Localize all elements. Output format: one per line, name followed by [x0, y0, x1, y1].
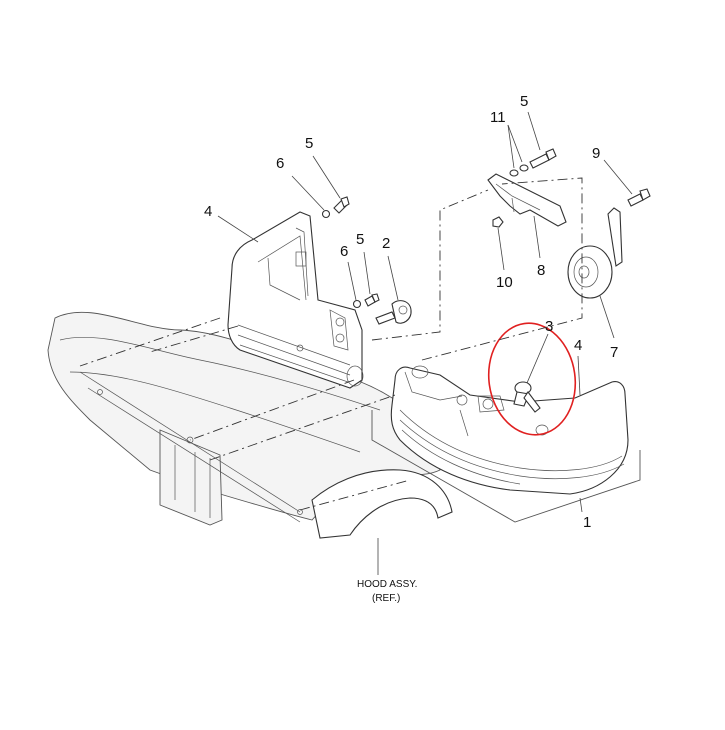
callout-9: 9	[592, 145, 600, 162]
callout-11: 11	[490, 109, 506, 126]
callout-5-top-right: 5	[520, 93, 528, 110]
callout-5-top-left: 5	[305, 135, 313, 152]
callout-10: 10	[496, 274, 513, 291]
hood-assy-reference: HOOD ASSY. (REF.)	[357, 579, 417, 604]
bracket-bolt-5	[529, 148, 557, 169]
callout-3: 3	[545, 318, 553, 335]
callout-6-mid: 6	[340, 243, 348, 260]
callout-2: 2	[382, 235, 390, 252]
leader-lines	[217, 111, 633, 575]
callout-4-left: 4	[204, 203, 212, 220]
horn-7	[567, 207, 623, 299]
horn-bolt-9	[627, 188, 651, 207]
phantom-lines	[79, 177, 583, 511]
reference-label-line2: (REF.)	[372, 593, 400, 604]
group-bracket-1	[371, 410, 641, 523]
horn-bracket-8	[487, 173, 567, 227]
callout-6-top: 6	[276, 155, 284, 172]
lamp-socket-2	[375, 300, 412, 325]
callout-8: 8	[537, 262, 545, 279]
bulb-3	[513, 381, 541, 413]
callout-5-mid: 5	[356, 231, 364, 248]
hood-assembly	[47, 311, 453, 539]
reference-label-line1: HOOD ASSY.	[357, 579, 417, 590]
callout-4-right: 4	[574, 337, 582, 354]
right-headlamp-assembly	[390, 365, 629, 495]
nuts-11	[509, 164, 529, 177]
callout-labels: 4 6 5 6 5 2 11 5 9 8 10 7 3 4 1	[204, 93, 618, 531]
nut-10	[492, 216, 504, 228]
callout-1: 1	[583, 514, 591, 531]
highlight-circle	[487, 322, 577, 436]
left-lower-screw	[352, 293, 380, 309]
left-headlamp-assembly	[227, 211, 364, 389]
callout-7: 7	[610, 344, 618, 361]
left-upper-screw	[321, 196, 350, 219]
